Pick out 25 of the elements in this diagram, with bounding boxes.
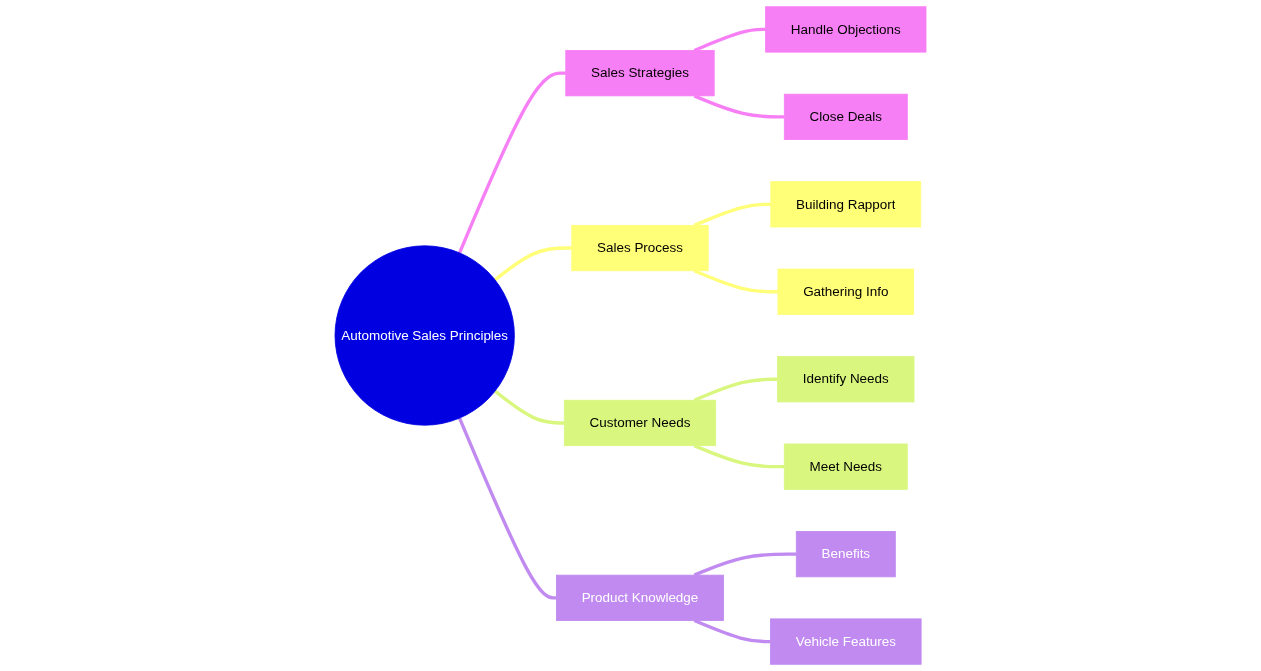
node-circle: Automotive Sales Principles bbox=[334, 245, 515, 426]
node-box: Customer Needs bbox=[563, 399, 717, 447]
connector bbox=[693, 202, 771, 227]
connector bbox=[693, 269, 778, 294]
node-box: Vehicle Features bbox=[770, 618, 922, 665]
connector bbox=[458, 71, 566, 254]
connector bbox=[693, 444, 785, 469]
connector bbox=[693, 377, 778, 402]
node-box: Handle Objections bbox=[765, 6, 927, 53]
node-box: Identify Needs bbox=[777, 356, 915, 403]
connector bbox=[494, 389, 565, 425]
connector bbox=[693, 94, 785, 119]
node-box: Sales Strategies bbox=[565, 50, 715, 97]
node-box: Benefits bbox=[795, 531, 896, 578]
node-box: Meet Needs bbox=[783, 443, 908, 490]
connector bbox=[693, 552, 797, 577]
connector bbox=[693, 619, 771, 644]
connector bbox=[458, 417, 557, 600]
node-box: Gathering Info bbox=[777, 268, 915, 315]
node-box: Sales Process bbox=[571, 224, 709, 272]
node-box: Building Rapport bbox=[770, 181, 922, 228]
node-box: Close Deals bbox=[783, 93, 908, 140]
node-box: Product Knowledge bbox=[556, 574, 724, 621]
connector bbox=[494, 246, 572, 282]
connector bbox=[693, 27, 766, 52]
